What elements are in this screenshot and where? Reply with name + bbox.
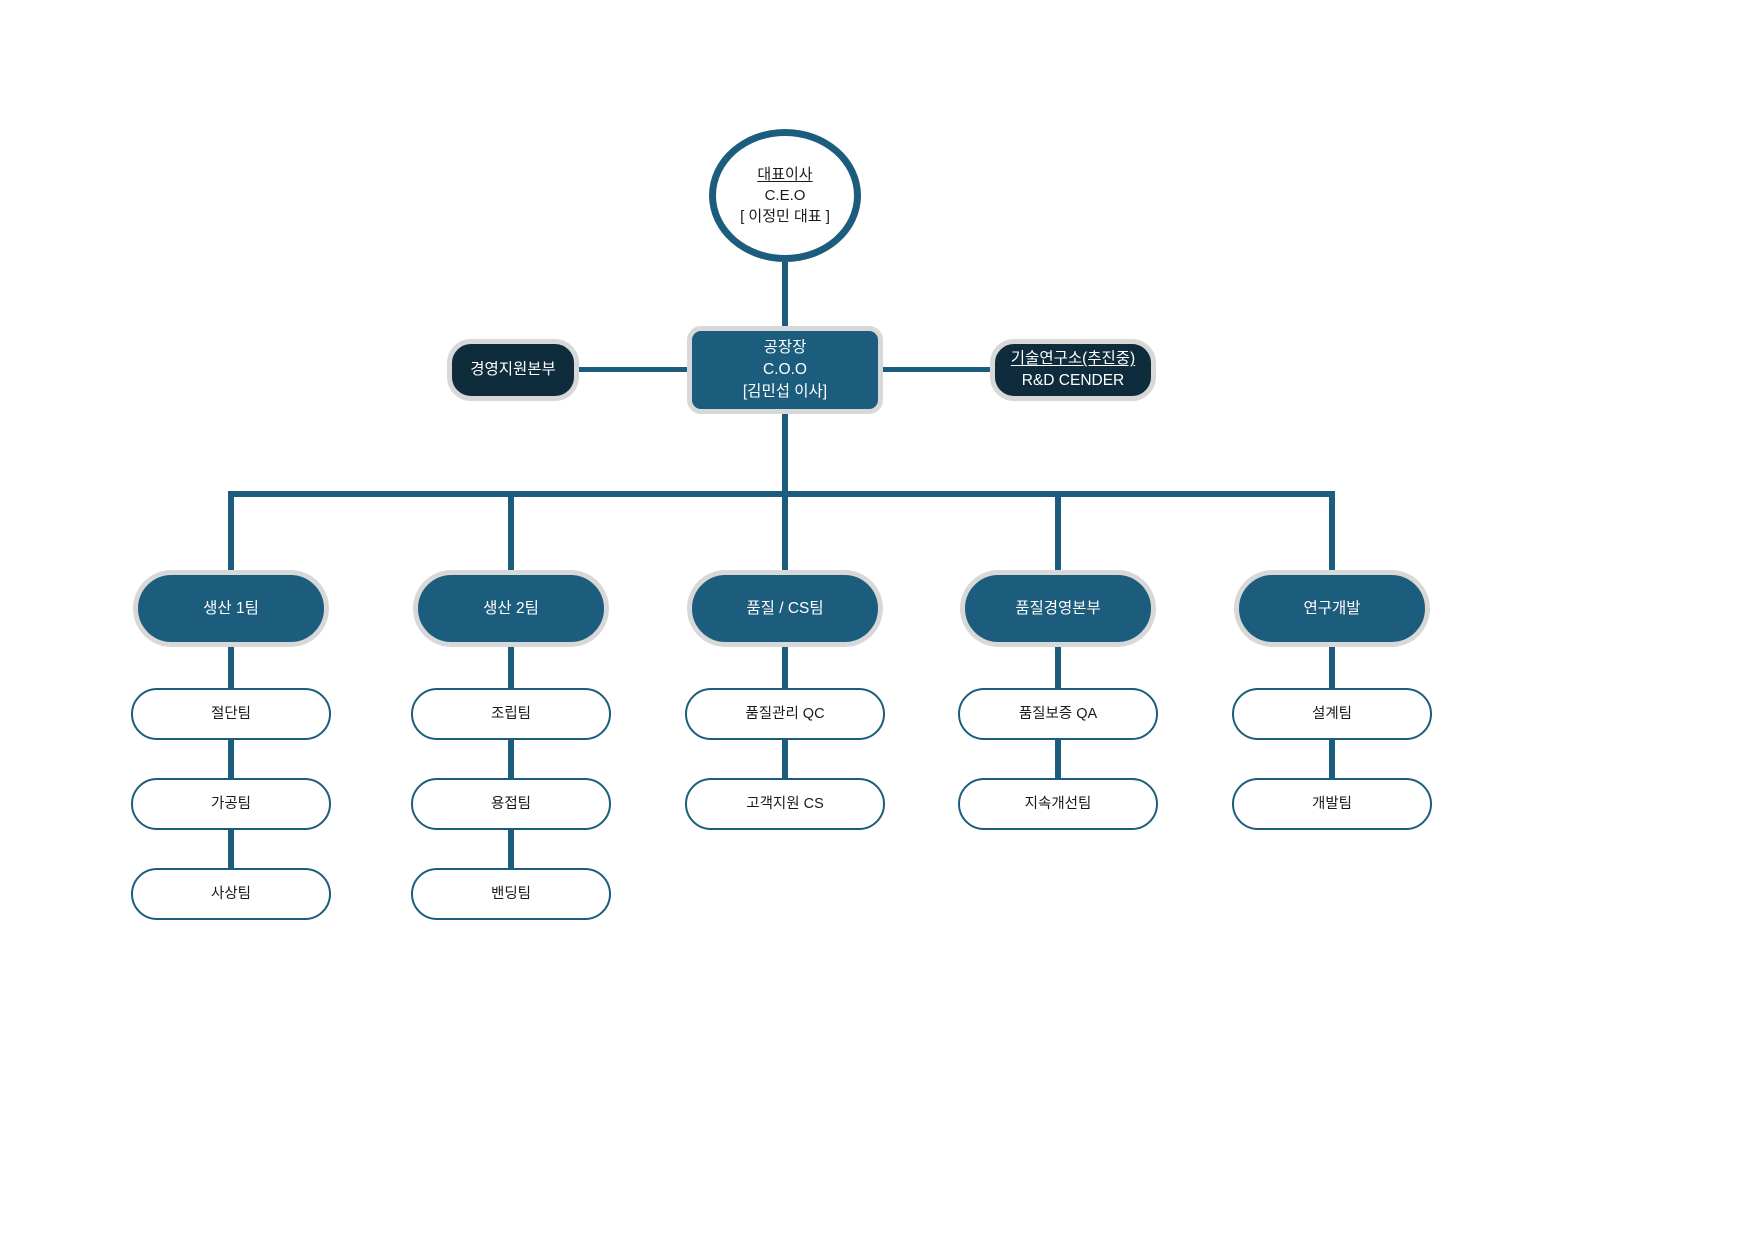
connector-bus-drop-1 — [228, 491, 234, 571]
connector-bus-drop-3 — [782, 491, 788, 571]
connector-team1-to-team2 — [228, 736, 234, 782]
team-label: 가공팀 — [210, 795, 252, 812]
node-ceo[interactable]: 대표이사 C.E.O [ 이정민 대표 ] — [709, 129, 861, 262]
team-label: 조립팀 — [490, 705, 532, 722]
node-team-welding[interactable]: 용접팀 — [411, 778, 611, 830]
team-label: 개발팀 — [1311, 795, 1353, 812]
connector-team2-to-team3-col2 — [508, 826, 514, 872]
connector-dept1-to-team1 — [228, 645, 234, 693]
node-team-development[interactable]: 개발팀 — [1232, 778, 1432, 830]
node-department-production-2[interactable]: 생산 2팀 — [413, 570, 609, 647]
ceo-person: [ 이정민 대표 ] — [740, 208, 830, 226]
team-label: 품질보증 QA — [1018, 705, 1098, 722]
department-label: 생산 2팀 — [483, 599, 539, 617]
department-label: 연구개발 — [1303, 599, 1361, 617]
connector-team1-to-team2-col2 — [508, 736, 514, 782]
ceo-title: 대표이사 — [757, 165, 813, 183]
department-label: 품질 / CS팀 — [746, 599, 824, 617]
node-team-finishing[interactable]: 사상팀 — [131, 868, 331, 920]
node-department-quality-cs[interactable]: 품질 / CS팀 — [687, 570, 883, 647]
connector-team2-to-team3 — [228, 826, 234, 872]
node-team-design[interactable]: 설계팀 — [1232, 688, 1432, 740]
connector-team1-to-team2-col5 — [1329, 736, 1335, 782]
coo-title: 공장장 — [763, 339, 807, 356]
management-support-title: 경영지원본부 — [470, 361, 556, 378]
team-label: 절단팀 — [210, 705, 252, 722]
ceo-role: C.E.O — [764, 186, 806, 204]
connector-dept5-to-team1 — [1329, 645, 1335, 693]
node-team-assembly[interactable]: 조립팀 — [411, 688, 611, 740]
connector-coo-to-right-unit — [880, 367, 992, 372]
team-label: 지속개선팀 — [1024, 795, 1092, 812]
node-team-quality-assurance[interactable]: 품질보증 QA — [958, 688, 1158, 740]
department-label: 생산 1팀 — [203, 599, 259, 617]
connector-dept2-to-team1 — [508, 645, 514, 693]
node-team-quality-control[interactable]: 품질관리 QC — [685, 688, 885, 740]
team-label: 사상팀 — [210, 885, 252, 902]
team-label: 설계팀 — [1311, 705, 1353, 722]
department-label: 품질경영본부 — [1015, 599, 1101, 617]
node-department-production-1[interactable]: 생산 1팀 — [133, 570, 329, 647]
node-team-continuous-improvement[interactable]: 지속개선팀 — [958, 778, 1158, 830]
connector-bus-drop-4 — [1055, 491, 1061, 571]
node-department-rnd[interactable]: 연구개발 — [1234, 570, 1430, 647]
connector-department-bus — [228, 491, 1335, 497]
node-team-bending[interactable]: 밴딩팀 — [411, 868, 611, 920]
node-coo[interactable]: 공장장 C.O.O [김민섭 이사] — [687, 326, 883, 414]
connector-team1-to-team2-col4 — [1055, 736, 1061, 782]
connector-dept4-to-team1 — [1055, 645, 1061, 693]
node-rnd-center[interactable]: 기술연구소(추진중) R&D CENDER — [990, 339, 1156, 401]
connector-team1-to-team2-col3 — [782, 736, 788, 782]
team-label: 밴딩팀 — [490, 885, 532, 902]
node-management-support[interactable]: 경영지원본부 — [447, 339, 579, 401]
connector-bus-drop-2 — [508, 491, 514, 571]
connector-coo-to-bus — [782, 412, 788, 494]
coo-role: C.O.O — [763, 361, 807, 378]
node-team-customer-support[interactable]: 고객지원 CS — [685, 778, 885, 830]
connector-bus-drop-5 — [1329, 491, 1335, 571]
connector-coo-to-left-unit — [578, 367, 690, 372]
connector-dept3-to-team1 — [782, 645, 788, 693]
team-label: 품질관리 QC — [745, 705, 825, 722]
coo-person: [김민섭 이사] — [742, 383, 828, 400]
rnd-center-title: 기술연구소(추진중) — [1010, 350, 1136, 367]
node-team-machining[interactable]: 가공팀 — [131, 778, 331, 830]
team-label: 고객지원 CS — [746, 795, 824, 812]
rnd-center-subtitle: R&D CENDER — [1021, 372, 1125, 389]
node-department-quality-management[interactable]: 품질경영본부 — [960, 570, 1156, 647]
team-label: 용접팀 — [490, 795, 532, 812]
node-team-cutting[interactable]: 절단팀 — [131, 688, 331, 740]
connector-ceo-to-coo — [782, 262, 788, 328]
